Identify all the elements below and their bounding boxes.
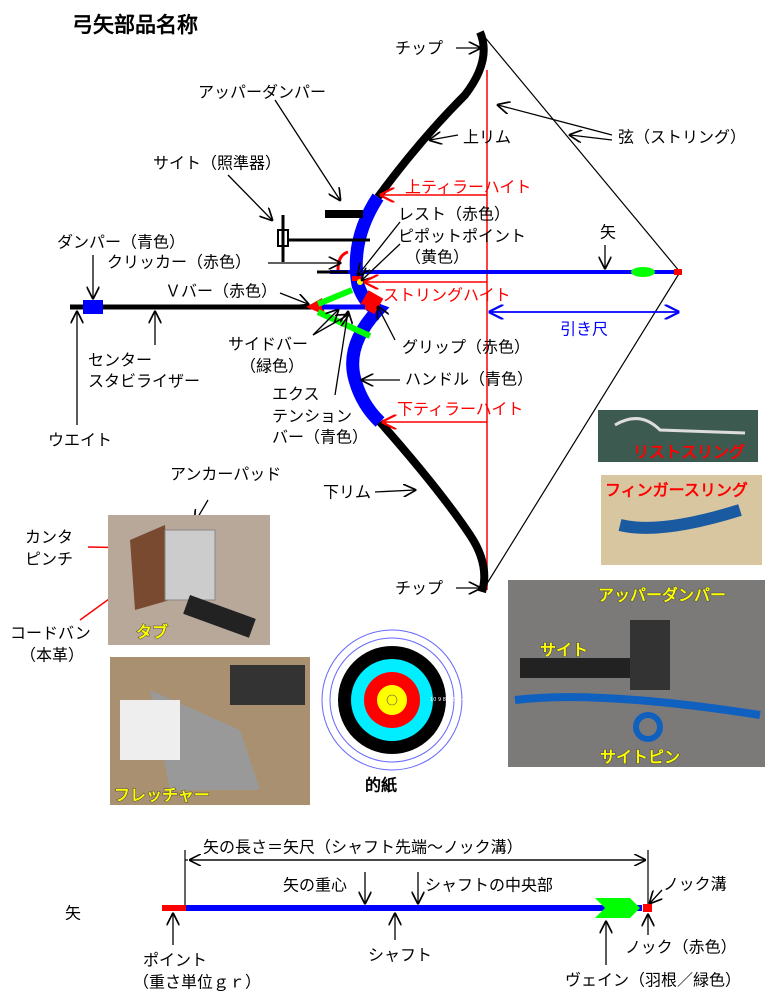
- fletcher-label: フレッチャー: [114, 786, 210, 805]
- sight-photo: アッパーダンパー サイト サイトピン: [508, 580, 765, 767]
- target-label: 的紙: [365, 776, 397, 795]
- label-kanta-1: カンタ: [25, 528, 73, 547]
- arrow-diagram: 矢の長さ＝矢尺（シャフト先端～ノック溝） 矢の重心 シャフトの中央部 ノック溝 …: [65, 838, 741, 992]
- label-lower-tiller: 下ティラーハイト: [397, 400, 523, 419]
- label-handle: ハンドル（青色）: [405, 370, 533, 389]
- label-string-height: ストリングハイト: [383, 286, 511, 305]
- label-ext-2: テンション: [272, 407, 352, 426]
- tab-photo: タブ: [108, 515, 270, 645]
- arrow-diagram-title: 矢: [65, 904, 81, 923]
- photo-sight-label: サイト: [540, 641, 588, 660]
- label-sight: サイト（照準器）: [153, 154, 281, 173]
- arrow-vane: [631, 267, 655, 277]
- target-ring-numbers: 10 9 8 7 6 5 4 3 2 1: [430, 697, 479, 703]
- label-side-bar: サイドバー: [228, 335, 308, 354]
- label-tip-bottom: チップ: [395, 579, 443, 598]
- side-bar-upper: [316, 287, 354, 307]
- finger-sling-photo: フィンガースリング: [601, 475, 762, 565]
- arrow-point: [162, 905, 186, 911]
- label-pivot-color: （黄色）: [405, 248, 469, 267]
- rest: [352, 276, 361, 281]
- label-ext-3: バー（青色）: [272, 428, 368, 447]
- lower-limb: [377, 419, 489, 594]
- label-string: 弦（ストリング）: [618, 128, 746, 147]
- label-cordovan-1: コードバン: [10, 624, 91, 643]
- wrist-sling-label: リストスリング: [633, 443, 745, 462]
- arrow-shaft-bar: [186, 905, 642, 911]
- label-nock-groove: ノック溝: [663, 875, 727, 894]
- sight-block: [277, 229, 289, 247]
- damper: [83, 300, 103, 314]
- label-v-bar: Ｖバー（赤色）: [165, 282, 277, 301]
- photo-upper-damper-label: アッパーダンパー: [598, 586, 726, 605]
- page-title: 弓矢部品名称: [72, 13, 198, 37]
- label-arrow-length: 矢の長さ＝矢尺（シャフト先端～ノック溝）: [203, 838, 523, 857]
- bow: [70, 30, 682, 594]
- label-upper-damper: アッパーダンパー: [198, 83, 326, 102]
- label-draw-length: 引き尺: [560, 320, 608, 339]
- target-face: 10 9 8 7 6 5 4 3 2 1 的紙: [321, 629, 479, 795]
- label-center-2: スタビライザー: [88, 372, 200, 391]
- label-clicker: クリッカー（赤色）: [107, 253, 251, 272]
- fletcher-photo: フレッチャー: [110, 657, 310, 805]
- tab-label: タブ: [136, 623, 168, 642]
- label-grip: グリップ（赤色）: [402, 338, 530, 357]
- label-point-1: ポイント: [143, 951, 207, 970]
- arrow-nock: [674, 269, 682, 275]
- label-upper-limb: 上リム: [463, 128, 511, 147]
- label-rest: レスト（赤色）: [398, 205, 510, 224]
- label-weight: ウエイト: [48, 431, 112, 450]
- label-arrow: 矢: [600, 223, 616, 242]
- arrow-vanes: [595, 898, 640, 918]
- upper-limb: [374, 30, 488, 200]
- label-upper-tiller: 上ティラーハイト: [405, 178, 531, 197]
- label-center-of-gravity: 矢の重心: [283, 876, 347, 895]
- wrist-sling-photo: リストスリング: [598, 410, 758, 462]
- label-damper: ダンパー（青色）: [57, 233, 185, 252]
- pointer-lines: [77, 48, 678, 621]
- clicker: [336, 250, 349, 271]
- photo-sight-pin-label: サイトピン: [600, 748, 680, 767]
- bow-labels: チップ アッパーダンパー 上リム 弦（ストリング） サイト（照準器） 上ティラー…: [10, 39, 746, 665]
- label-tip-top: チップ: [395, 39, 443, 58]
- label-vane: ヴェイン（羽根／緑色）: [565, 971, 741, 990]
- label-anchor-pad: アンカーパッド: [170, 465, 281, 484]
- label-kanta-2: ピンチ: [25, 550, 73, 569]
- label-cordovan-2: （本革）: [20, 646, 84, 665]
- label-shaft-center: シャフトの中央部: [425, 876, 553, 895]
- label-nock: ノック（赤色）: [625, 938, 737, 957]
- arrow-nock-bar: [643, 904, 652, 912]
- label-ext-1: エクス: [272, 385, 320, 404]
- label-pivot: ピポットポイント: [398, 227, 526, 246]
- label-point-2: （重さ単位ｇｒ）: [133, 973, 261, 992]
- finger-sling-label: フィンガースリング: [605, 481, 748, 500]
- label-side-bar-color: （緑色）: [240, 357, 304, 376]
- label-shaft: シャフト: [368, 946, 432, 965]
- label-lower-limb: 下リム: [323, 483, 371, 502]
- label-center-1: センター: [88, 351, 152, 370]
- upper-damper: [325, 210, 363, 218]
